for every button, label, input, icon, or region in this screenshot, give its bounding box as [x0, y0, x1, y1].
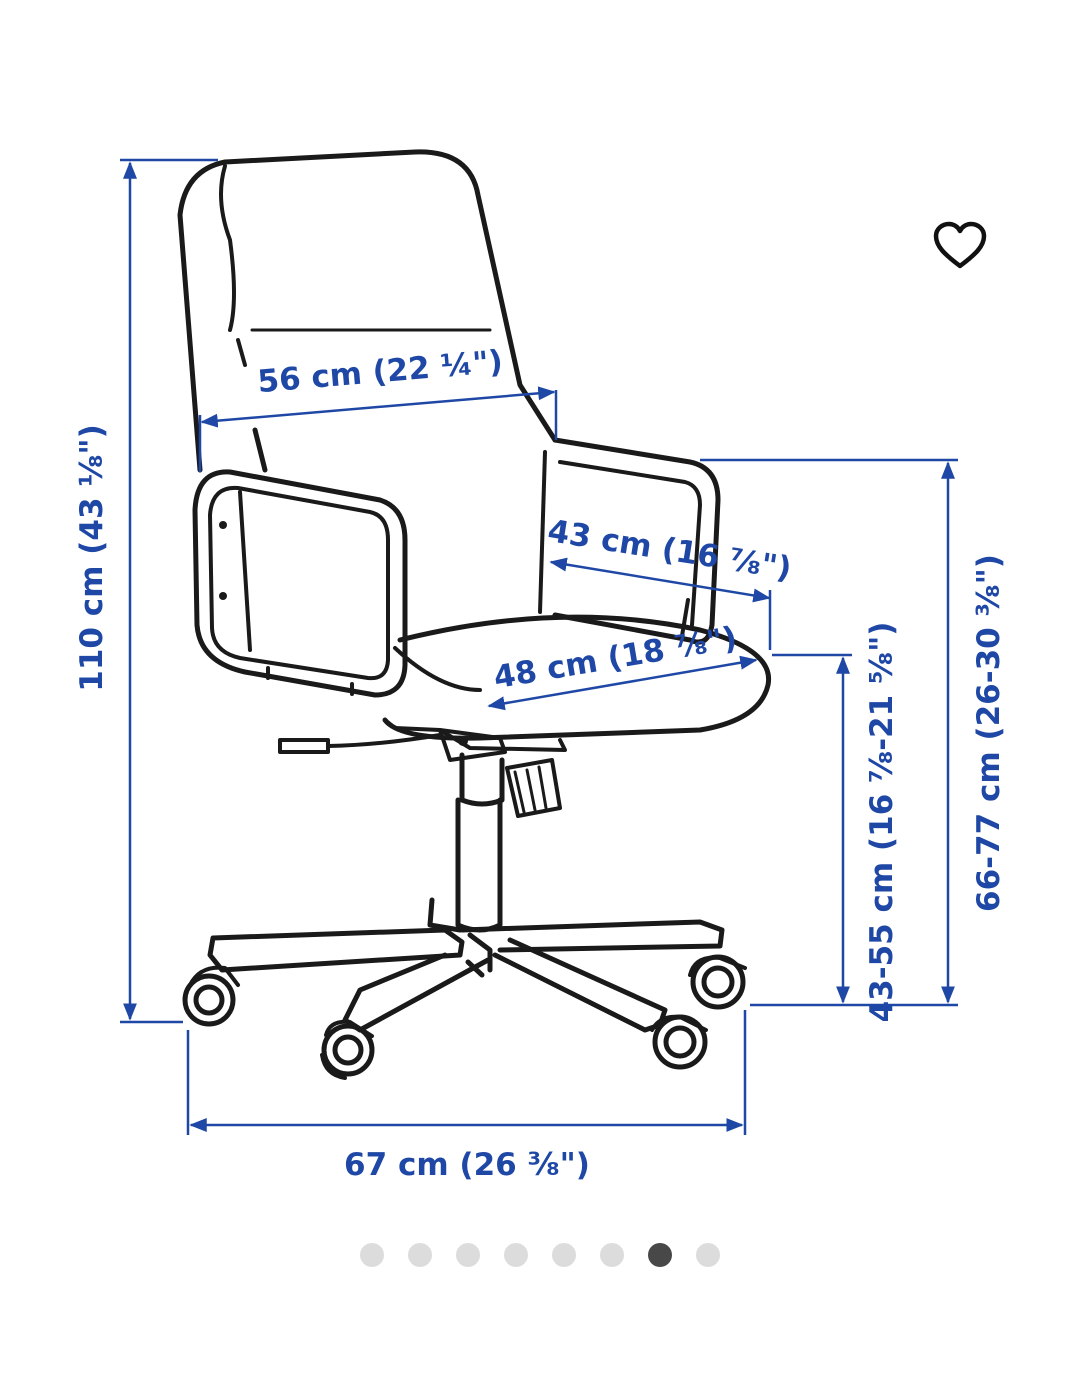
dimension-seat-height: 43-55 cm (16 ⅞-21 ⅝")	[864, 622, 900, 1023]
pagination-dot[interactable]	[696, 1243, 720, 1267]
chair-line-art	[177, 149, 772, 1080]
favorite-button[interactable]	[922, 212, 998, 280]
dimension-total-height: 110 cm (43 ⅛")	[74, 424, 110, 691]
image-pagination	[0, 1243, 1080, 1267]
heart-outline-icon	[933, 221, 987, 269]
pagination-dot[interactable]	[360, 1243, 384, 1267]
pagination-dot-active[interactable]	[648, 1243, 672, 1267]
dimension-seat-depth: 43 cm (16 ⅞")	[545, 513, 794, 587]
chair-dimension-diagram: 110 cm (43 ⅛") 56 cm (22 ¼") 43 cm (16 ⅞…	[74, 149, 1007, 1183]
dimension-lines	[120, 158, 958, 1135]
product-image-chair-dimensions[interactable]: 110 cm (43 ⅛") 56 cm (22 ¼") 43 cm (16 ⅞…	[0, 0, 1080, 1230]
dimension-backrest-width: 56 cm (22 ¼")	[256, 344, 504, 400]
pagination-dot[interactable]	[552, 1243, 576, 1267]
pagination-dot[interactable]	[504, 1243, 528, 1267]
pagination-dot[interactable]	[408, 1243, 432, 1267]
dimension-base-width: 67 cm (26 ⅜")	[344, 1147, 590, 1183]
pagination-dot[interactable]	[600, 1243, 624, 1267]
dimension-armrest-height: 66-77 cm (26-30 ⅜")	[971, 554, 1007, 912]
pagination-dot[interactable]	[456, 1243, 480, 1267]
